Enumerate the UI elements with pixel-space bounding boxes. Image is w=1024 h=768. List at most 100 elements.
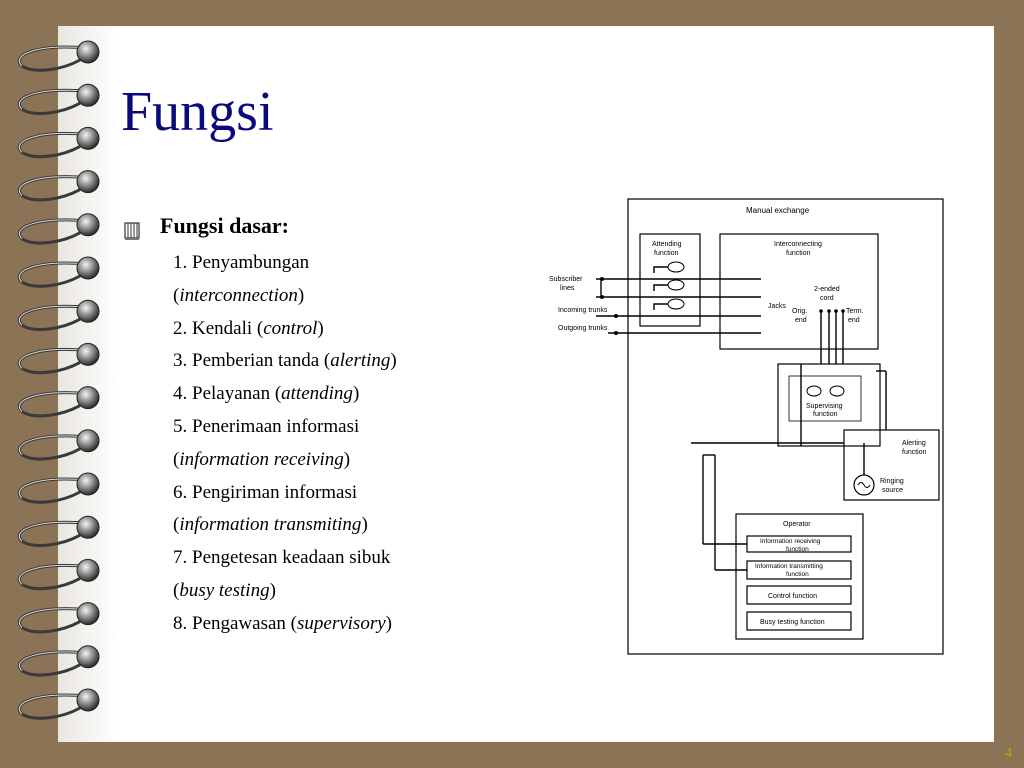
- book-bullet-icon: [124, 222, 140, 240]
- list-item-text: (: [173, 284, 180, 306]
- list-item: 3. Pemberian tanda (alerting): [173, 345, 397, 378]
- label-info-recv-2: function: [786, 546, 809, 553]
- spiral-coil: [18, 472, 100, 504]
- slide-title: Fungsi: [121, 81, 274, 143]
- spiral-coil: [18, 429, 100, 461]
- list-item: (interconnection): [173, 280, 397, 313]
- label-subscriber-2: lines: [560, 285, 575, 292]
- spiral-coil: [18, 299, 100, 331]
- spiral-coil: [18, 342, 100, 375]
- list-item: 6. Pengiriman informasi: [173, 477, 397, 510]
- list-item: 5. Penerimaan informasi: [173, 411, 397, 444]
- label-orig-1: Orig.: [792, 308, 807, 315]
- list-item-suffix: ): [269, 579, 276, 601]
- interconnecting-box: [719, 233, 879, 350]
- spiral-binding: [18, 40, 100, 720]
- label-supervising-1: Supervising: [806, 403, 843, 410]
- list-item-term: supervisory: [297, 612, 386, 634]
- list-item-suffix: ): [317, 317, 324, 339]
- list-item: 4. Pelayanan (attending): [173, 378, 397, 411]
- list-item-text: 1. Penyambungan: [173, 252, 310, 273]
- busy-testing-box: [746, 611, 852, 631]
- label-cord-1: 2-ended: [814, 286, 840, 293]
- list-item-text: 4. Pelayanan (: [173, 383, 282, 405]
- label-ringing-1: Ringing: [880, 478, 904, 485]
- label-busy: Busy testing function: [760, 619, 825, 626]
- spiral-coil: [18, 386, 100, 418]
- alerting-box: [843, 429, 940, 501]
- list-item-term: alerting: [330, 350, 391, 372]
- list-item-suffix: ): [352, 383, 360, 405]
- page-number: 4: [1005, 746, 1012, 761]
- label-attending-1: Attending: [652, 241, 682, 248]
- label-jacks: Jacks: [768, 303, 786, 310]
- label-attending-2: function: [654, 250, 679, 257]
- label-incoming: Incoming trunks: [558, 307, 608, 314]
- label-supervising-2: function: [813, 411, 838, 418]
- list-item-term: information transmiting: [179, 514, 362, 536]
- spiral-coil: [18, 40, 100, 72]
- list-item-text: 7. Pengetesan keadaan sibuk: [173, 547, 391, 569]
- control-box: [746, 585, 852, 605]
- label-operator: Operator: [783, 521, 811, 528]
- spiral-coil: [18, 83, 100, 115]
- list-item-suffix: ): [297, 284, 305, 306]
- list-item-term: attending: [281, 383, 353, 405]
- spiral-coil: [18, 558, 100, 591]
- operator-box: [735, 513, 864, 640]
- list-item-term: control: [263, 317, 318, 339]
- function-list: 1. Penyambungan(interconnection)2. Kenda…: [173, 247, 397, 641]
- label-interconnecting-1: Interconnecting: [774, 241, 822, 248]
- label-ringing-2: source: [882, 487, 903, 494]
- spiral-coil: [18, 688, 100, 720]
- list-item-suffix: ): [361, 514, 368, 536]
- list-item: 1. Penyambungan: [173, 247, 397, 280]
- label-control: Control function: [768, 593, 817, 600]
- manual-exchange-diagram: Manual exchange Attending function Inter…: [549, 198, 944, 655]
- list-item-text: (: [173, 448, 180, 470]
- label-cord-2: cord: [820, 295, 834, 302]
- list-item-text: (: [173, 514, 180, 536]
- label-manual-exchange: Manual exchange: [746, 206, 810, 215]
- bullet-heading: Fungsi dasar:: [160, 213, 289, 238]
- label-subscriber-1: Subscriber: [549, 276, 583, 283]
- list-item-text: 6. Pengiriman informasi: [173, 481, 358, 503]
- spiral-coil: [18, 170, 100, 202]
- list-item-suffix: ): [390, 350, 397, 372]
- exchange-frame: [627, 198, 944, 655]
- list-item-text: (: [173, 579, 180, 601]
- label-alerting-2: function: [902, 449, 927, 456]
- supervising-inner: [788, 375, 862, 422]
- spiral-coil: [18, 602, 100, 634]
- list-item-text: 8. Pengawasan (: [173, 612, 297, 634]
- label-info-trans-1: Information transmitting: [755, 563, 823, 570]
- list-item-suffix: ): [343, 448, 351, 470]
- list-item: 7. Pengetesan keadaan sibuk: [173, 542, 397, 575]
- list-item: (information receiving): [173, 444, 397, 477]
- label-alerting-1: Alerting: [902, 440, 926, 447]
- list-item-text: 5. Penerimaan informasi: [173, 415, 360, 437]
- label-term-2: end: [848, 317, 860, 324]
- list-item: (information transmiting): [173, 509, 397, 542]
- spiral-coil: [18, 515, 100, 547]
- list-item-suffix: ): [385, 612, 392, 634]
- label-orig-2: end: [795, 317, 807, 324]
- label-outgoing: Outgoing trunks: [558, 325, 608, 332]
- label-info-trans-2: function: [786, 571, 809, 578]
- label-info-recv-1: Information receiving: [760, 538, 821, 545]
- attending-box: [639, 233, 701, 327]
- spiral-coil: [18, 645, 100, 677]
- list-item: (busy testing): [173, 575, 397, 608]
- spiral-coil: [18, 213, 100, 245]
- list-item: 2. Kendali (control): [173, 313, 397, 346]
- spiral-coil: [18, 256, 100, 288]
- list-item: 8. Pengawasan (supervisory): [173, 608, 397, 641]
- spiral-coil: [18, 126, 100, 159]
- label-interconnecting-2: function: [786, 250, 811, 257]
- list-item-term: busy testing: [179, 579, 270, 601]
- label-term-1: Term.: [846, 308, 864, 315]
- slide-page: [58, 26, 994, 742]
- list-item-term: interconnection: [179, 284, 298, 306]
- list-item-text: 3. Pemberian tanda (: [173, 350, 331, 372]
- list-item-term: information receiving: [179, 448, 344, 470]
